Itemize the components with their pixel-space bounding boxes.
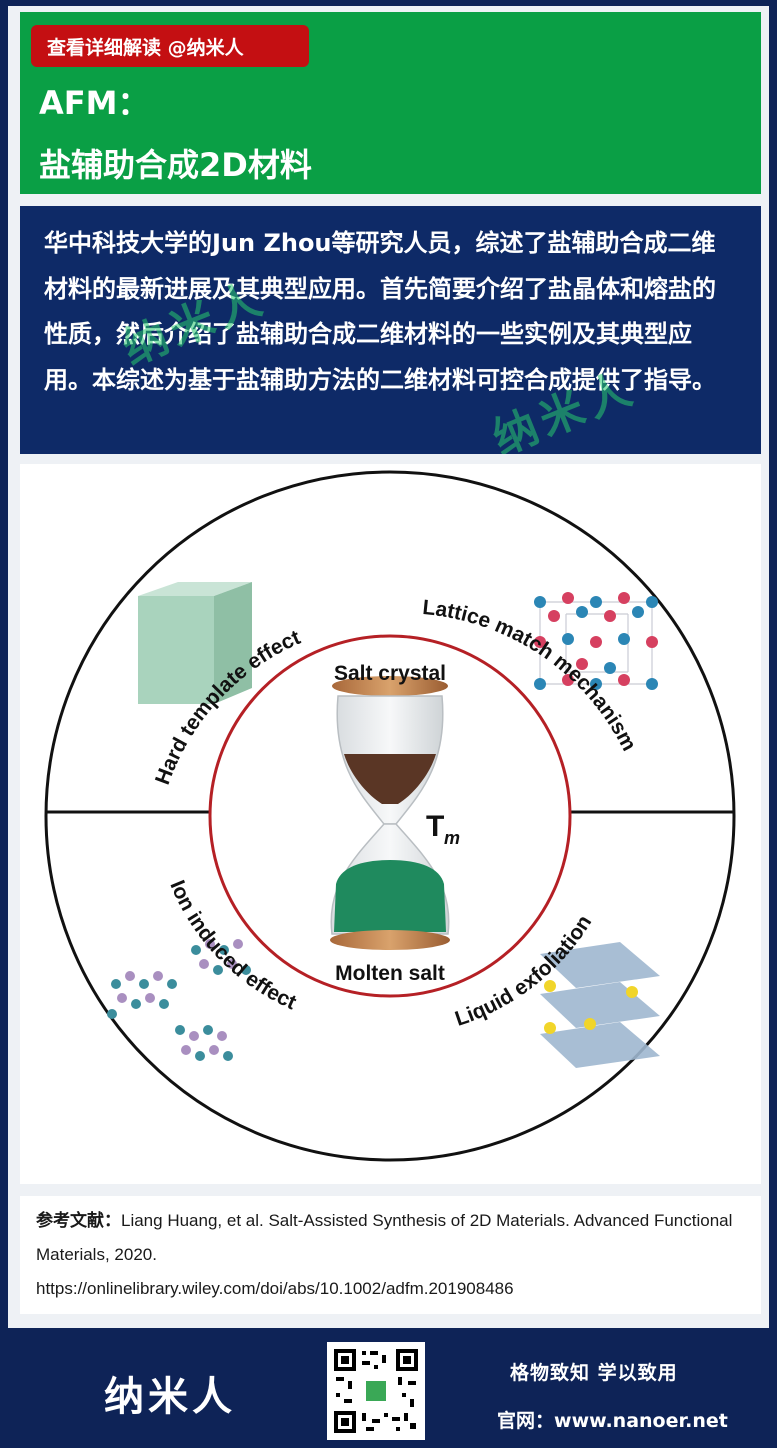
layered-sheets-icon	[540, 942, 660, 1068]
schematic-svg: Salt crystal Molten salt T m Hard templa…	[44, 470, 736, 1162]
schematic-figure: Salt crystal Molten salt T m Hard templa…	[20, 464, 761, 1184]
detail-link-tag[interactable]: 查看详细解读 @纳米人	[31, 25, 309, 67]
outer-circle	[44, 470, 736, 1162]
website-label: 官网：	[497, 1410, 555, 1432]
reference-citation: Liang Huang, et al. Salt-Assisted Synthe…	[36, 1211, 733, 1264]
summary-text: 华中科技大学的Jun Zhou等研究人员，综述了盐辅助合成二维材料的最新进展及其…	[44, 229, 716, 394]
page-title-topic: 盐辅助合成2D材料	[39, 146, 312, 184]
hourglass-icon	[330, 676, 450, 950]
page-title-journal: AFM：	[39, 84, 150, 122]
label-tm: T	[426, 810, 444, 843]
qr-code-icon	[332, 1347, 420, 1435]
reference-panel: 参考文献：Liang Huang, et al. Salt-Assisted S…	[20, 1196, 761, 1314]
slogan: 格物致知 学以致用	[510, 1362, 678, 1384]
cube-icon	[138, 582, 252, 704]
reference-label: 参考文献：	[36, 1211, 121, 1231]
header-banner: 查看详细解读 @纳米人 AFM： 盐辅助合成2D材料	[20, 12, 761, 194]
lattice-atoms	[534, 592, 658, 690]
label-salt-crystal: Salt crystal	[334, 662, 446, 685]
footer: 纳米人 格物致知 学以致用 官网：www.nanoer.net	[0, 1328, 777, 1448]
summary-panel: 华中科技大学的Jun Zhou等研究人员，综述了盐辅助合成二维材料的最新进展及其…	[20, 206, 761, 454]
label-tm-subscript: m	[444, 828, 460, 848]
brand-name: 纳米人	[104, 1374, 236, 1420]
website-url[interactable]: www.nanoer.net	[554, 1410, 728, 1432]
ion-cluster-icon	[107, 939, 251, 1061]
label-molten-salt: Molten salt	[335, 962, 445, 985]
qr-code	[327, 1342, 425, 1440]
reference-url[interactable]: https://onlinelibrary.wiley.com/doi/abs/…	[36, 1279, 514, 1298]
website[interactable]: 官网：www.nanoer.net	[497, 1406, 728, 1433]
